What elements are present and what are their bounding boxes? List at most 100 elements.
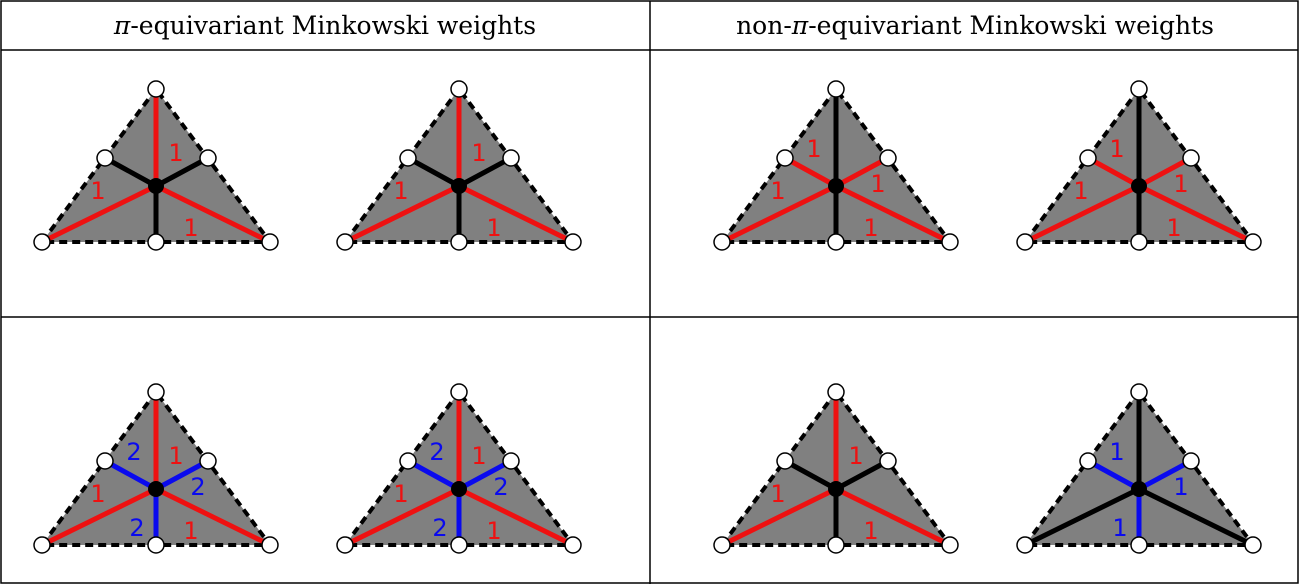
weight-label: 1 (90, 177, 105, 205)
weight-label: 1 (1109, 438, 1124, 466)
center-node (451, 481, 467, 497)
vertex-node (96, 452, 114, 470)
edge-left (1023, 183, 1141, 245)
vertex-node (1079, 149, 1097, 167)
edge-upper-left (103, 458, 158, 492)
edge-left (720, 486, 838, 548)
vertex-node (199, 452, 217, 470)
vertex-node (827, 233, 845, 251)
weight-label: 1 (486, 214, 501, 242)
edge-upper-right (1137, 458, 1193, 492)
vertex-node (1244, 233, 1262, 251)
edge-right (154, 486, 272, 548)
edge-right (1137, 183, 1255, 245)
triangle-diagram: 1 1 1 (336, 80, 582, 251)
vertex-node (564, 233, 582, 251)
vertex-node (450, 536, 468, 554)
edge-left (40, 183, 158, 245)
edge-upper-right (834, 155, 890, 189)
vertex-node (827, 536, 845, 554)
weight-label: 2 (126, 438, 141, 466)
weight-label: 2 (429, 438, 444, 466)
vertex-node (33, 536, 51, 554)
vertex-node (261, 233, 279, 251)
vertex-node (450, 233, 468, 251)
vertex-node (502, 452, 520, 470)
vertex-node (941, 233, 959, 251)
vertex-node (336, 536, 354, 554)
vertex-node (1016, 233, 1034, 251)
edge-upper-left (1086, 458, 1141, 492)
vertex-node (1016, 536, 1034, 554)
vertex-node (776, 149, 794, 167)
vertex-node (502, 149, 520, 167)
edge-left (40, 486, 158, 548)
vertex-node (713, 536, 731, 554)
edge-right (1137, 486, 1255, 548)
vertex-node (199, 149, 217, 167)
edge-upper-right (457, 155, 513, 189)
vertex-node (147, 233, 165, 251)
weight-label: 2 (493, 473, 508, 501)
edge-upper-right (154, 155, 210, 189)
edge-right (834, 486, 952, 548)
weight-label: 1 (393, 480, 408, 508)
weight-label: 1 (183, 517, 198, 545)
weight-label: 1 (471, 442, 486, 470)
weight-label: 1 (1112, 514, 1127, 542)
weight-label: 1 (1173, 473, 1188, 501)
weight-label: 1 (486, 517, 501, 545)
vertex-node (1182, 149, 1200, 167)
vertex-node (1244, 536, 1262, 554)
vertex-node (336, 233, 354, 251)
edge-left (343, 486, 461, 548)
edge-upper-right (154, 458, 210, 492)
vertex-node (713, 233, 731, 251)
weight-label: 1 (870, 170, 885, 198)
vertex-node (450, 80, 468, 98)
edge-right (154, 183, 272, 245)
edge-upper-left (103, 155, 158, 189)
center-node (451, 178, 467, 194)
vertex-node (827, 80, 845, 98)
vertex-node (879, 452, 897, 470)
edge-upper-left (406, 458, 461, 492)
vertex-node (776, 452, 794, 470)
edge-right (457, 486, 575, 548)
triangle-diagram: 1 1 1 (713, 383, 959, 554)
weight-label: 1 (90, 480, 105, 508)
vertex-node (1130, 233, 1148, 251)
weight-label: 1 (863, 517, 878, 545)
weight-label: 1 (770, 480, 785, 508)
weight-label: 1 (848, 442, 863, 470)
edge-upper-left (783, 155, 838, 189)
edge-upper-right (834, 458, 890, 492)
vertex-node (450, 383, 468, 401)
weight-label: 1 (168, 139, 183, 167)
center-node (828, 178, 844, 194)
vertex-node (1130, 80, 1148, 98)
vertex-node (147, 383, 165, 401)
weight-label: 1 (770, 177, 785, 205)
edge-upper-left (406, 155, 461, 189)
weight-label: 2 (190, 473, 205, 501)
edge-right (457, 183, 575, 245)
header-equivariant: π-equivariant Minkowski weights (113, 11, 536, 40)
edge-left (1023, 486, 1141, 548)
edge-upper-left (783, 458, 838, 492)
weight-label: 2 (432, 514, 447, 542)
vertex-node (33, 233, 51, 251)
weight-label: 1 (393, 177, 408, 205)
center-node (148, 481, 164, 497)
edge-upper-right (1137, 155, 1193, 189)
vertex-node (879, 149, 897, 167)
weight-label: 1 (471, 139, 486, 167)
vertex-node (1182, 452, 1200, 470)
vertex-node (399, 452, 417, 470)
center-node (148, 178, 164, 194)
header-non-equivariant: non-π-equivariant Minkowski weights (736, 11, 1214, 40)
